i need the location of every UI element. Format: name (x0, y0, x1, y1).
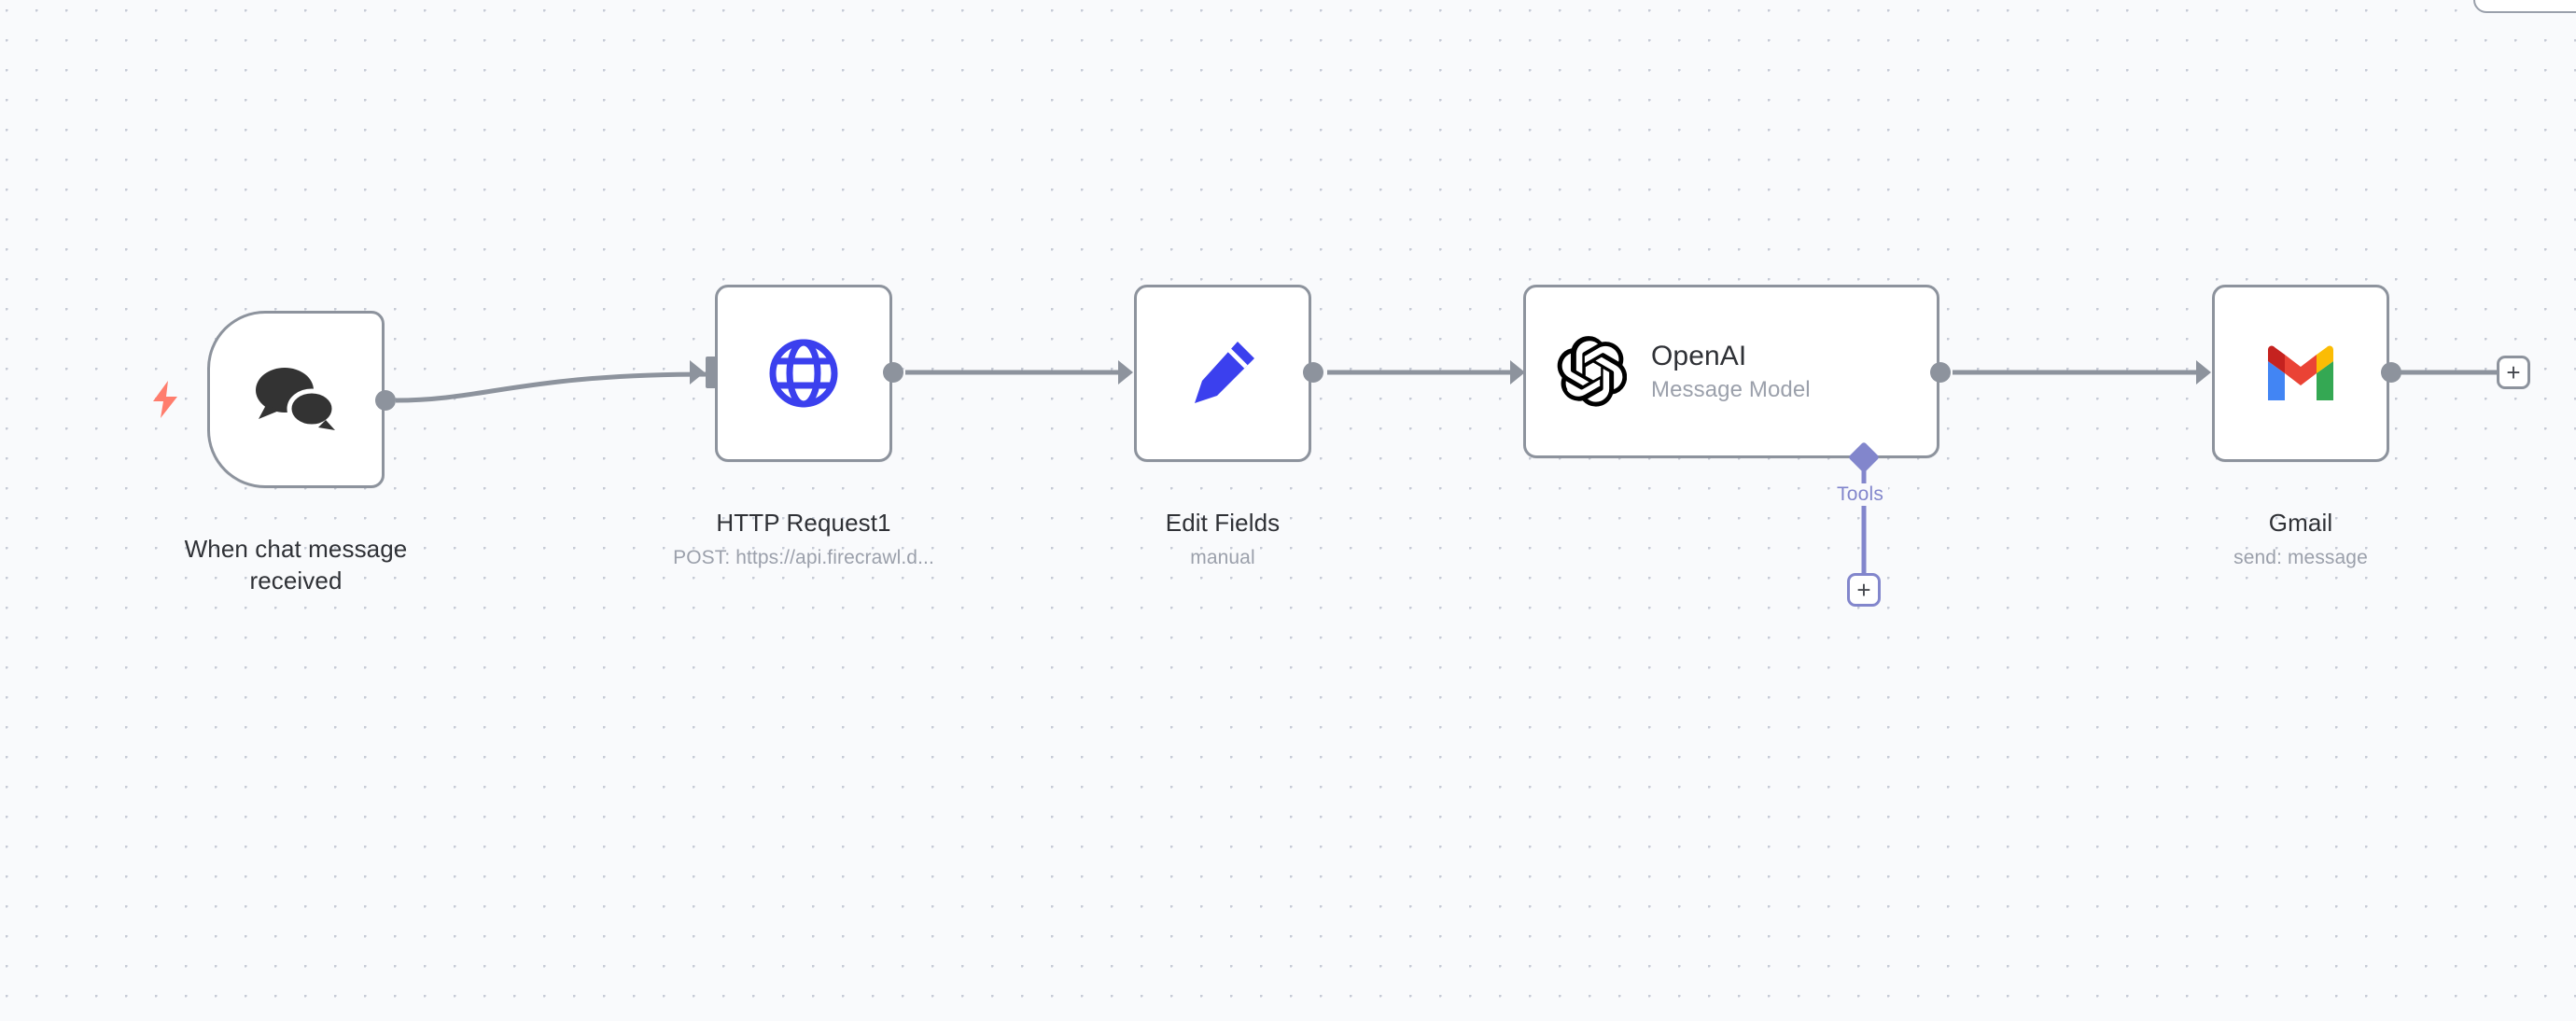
openai-logo-icon (1556, 336, 1627, 407)
node-title-gmail: Gmail (2268, 508, 2333, 537)
node-caption-when-chat-message-received: When chat message received (95, 502, 497, 596)
node-title-http-request-1: HTTP Request1 (716, 508, 891, 537)
node-subtitle-http-request-1: POST: https://api.firecrawl.d... (673, 546, 934, 568)
node-edit-fields[interactable] (1134, 285, 1311, 462)
input-arrow-gmail (2196, 360, 2211, 385)
node-subtitle-gmail: send: message (2233, 546, 2368, 568)
add-node-button[interactable]: + (2497, 356, 2530, 389)
node-gmail[interactable] (2212, 285, 2389, 462)
output-endpoint-http-request[interactable] (883, 362, 903, 383)
canvas-top-right-panel[interactable] (2473, 0, 2576, 13)
chat-bubbles-icon (253, 364, 339, 435)
node-title-edit-fields: Edit Fields (1165, 508, 1281, 537)
output-endpoint-trigger[interactable] (375, 390, 396, 411)
node-caption-http-request-1: HTTP Request1 POST: https://api.firecraw… (622, 476, 986, 602)
input-arrow-edit-fields (1118, 360, 1133, 385)
node-title-openai: OpenAI (1651, 340, 1747, 371)
tools-connector-label: Tools (1832, 483, 1889, 506)
output-endpoint-edit-fields[interactable] (1303, 362, 1323, 383)
output-endpoint-gmail[interactable] (2381, 362, 2401, 383)
trigger-bolt-icon (149, 379, 181, 425)
input-arrow-http-request (690, 360, 705, 385)
node-subtitle-openai: Message Model (1651, 376, 1811, 402)
pencil-icon (1185, 336, 1260, 411)
globe-icon (767, 337, 840, 410)
node-http-request-1[interactable] (715, 285, 892, 462)
output-endpoint-openai[interactable] (1930, 362, 1951, 383)
add-tool-button[interactable]: + (1847, 573, 1881, 607)
node-openai-text-block: OpenAI Message Model (1651, 341, 1811, 403)
input-arrow-openai (1510, 360, 1525, 385)
node-caption-edit-fields: Edit Fields manual (1041, 476, 1405, 602)
node-subtitle-edit-fields: manual (1190, 546, 1255, 568)
node-title-when-chat-message-received: When chat message received (184, 534, 408, 594)
gmail-logo-icon (2262, 344, 2339, 402)
wire-trigger-to-http (395, 371, 710, 403)
node-openai[interactable]: OpenAI Message Model (1523, 285, 1939, 458)
node-when-chat-message-received[interactable] (207, 311, 385, 488)
node-caption-gmail: Gmail send: message (2119, 476, 2483, 602)
